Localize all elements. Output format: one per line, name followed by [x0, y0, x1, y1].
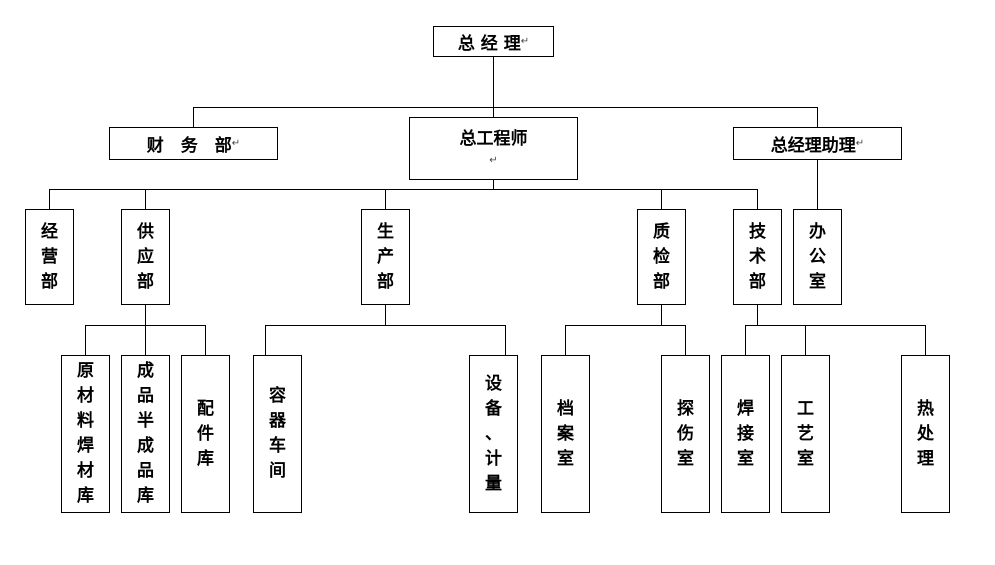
general-manager-box: 总 经 理↵: [433, 26, 554, 57]
paragraph-mark: ↵: [520, 36, 530, 47]
connector: [757, 189, 758, 210]
box-label: 办公室: [809, 221, 826, 292]
connector: [49, 189, 50, 210]
general-manager-label: 总 经 理: [457, 34, 521, 54]
box-label: 工艺室: [797, 398, 814, 469]
technology-dept-box: 技术部: [733, 209, 782, 305]
connector: [265, 325, 266, 356]
paragraph-mark: ↵: [231, 138, 241, 149]
welding-room-box: 焊接室: [721, 355, 770, 513]
connector: [85, 325, 86, 356]
equipment-metering-box: 设备、计量: [469, 355, 518, 513]
production-dept-box: 生产部: [361, 209, 410, 305]
connector: [193, 107, 194, 128]
chief-engineer-label: 总工程师: [459, 129, 528, 149]
parts-store-box: 配件库: [181, 355, 230, 513]
connector: [265, 325, 506, 326]
connector: [49, 189, 758, 190]
box-label: 经营部: [41, 221, 58, 292]
box-label: 设备、计量: [485, 373, 502, 494]
flaw-detection-room-box: 探伤室: [661, 355, 710, 513]
connector: [745, 325, 926, 326]
box-label: 焊接室: [737, 398, 754, 469]
finance-dept-label: 财 务 部: [146, 136, 232, 156]
connector: [565, 325, 566, 356]
box-label: 容器车间: [269, 386, 286, 481]
connector: [757, 304, 758, 325]
connector: [661, 304, 662, 325]
operations-dept-box: 经营部: [25, 209, 74, 305]
chief-engineer-box: 总工程师 ↵: [409, 117, 578, 180]
connector: [685, 325, 686, 356]
connector: [145, 189, 146, 210]
box-label: 热处理: [917, 398, 934, 469]
paragraph-mark: ↵: [855, 138, 865, 149]
supply-dept-box: 供应部: [121, 209, 170, 305]
connector: [505, 325, 506, 356]
connector: [817, 159, 818, 210]
connector: [493, 179, 494, 189]
product-store-box: 成品半成品库: [121, 355, 170, 513]
office-box: 办公室: [793, 209, 842, 305]
box-label: 生产部: [377, 221, 394, 292]
connector: [925, 325, 926, 356]
box-label: 技术部: [749, 221, 766, 292]
box-label: 质检部: [653, 221, 670, 292]
connector: [493, 56, 494, 107]
finance-dept-box: 财 务 部↵: [109, 127, 278, 160]
connector: [193, 107, 818, 108]
connector: [205, 325, 206, 356]
box-label: 探伤室: [677, 398, 694, 469]
quality-dept-box: 质检部: [637, 209, 686, 305]
archive-room-box: 档案室: [541, 355, 590, 513]
box-label: 原材料焊材库: [77, 361, 94, 506]
paragraph-mark: ↵: [489, 155, 498, 166]
connector: [385, 189, 386, 210]
vessel-workshop-box: 容器车间: [253, 355, 302, 513]
connector: [745, 325, 746, 356]
gm-assistant-label: 总经理助理: [770, 136, 856, 156]
box-label: 档案室: [557, 398, 574, 469]
box-label: 供应部: [137, 221, 154, 292]
connector: [661, 189, 662, 210]
connector: [145, 325, 146, 356]
connector: [493, 107, 494, 118]
connector: [817, 107, 818, 128]
connector: [385, 304, 386, 325]
box-label: 成品半成品库: [137, 361, 154, 506]
heat-treatment-box: 热处理: [901, 355, 950, 513]
raw-material-store-box: 原材料焊材库: [61, 355, 110, 513]
box-label: 配件库: [197, 398, 214, 469]
process-room-box: 工艺室: [781, 355, 830, 513]
connector: [145, 304, 146, 325]
connector: [805, 325, 806, 356]
connector: [565, 325, 686, 326]
gm-assistant-box: 总经理助理↵: [733, 127, 902, 160]
